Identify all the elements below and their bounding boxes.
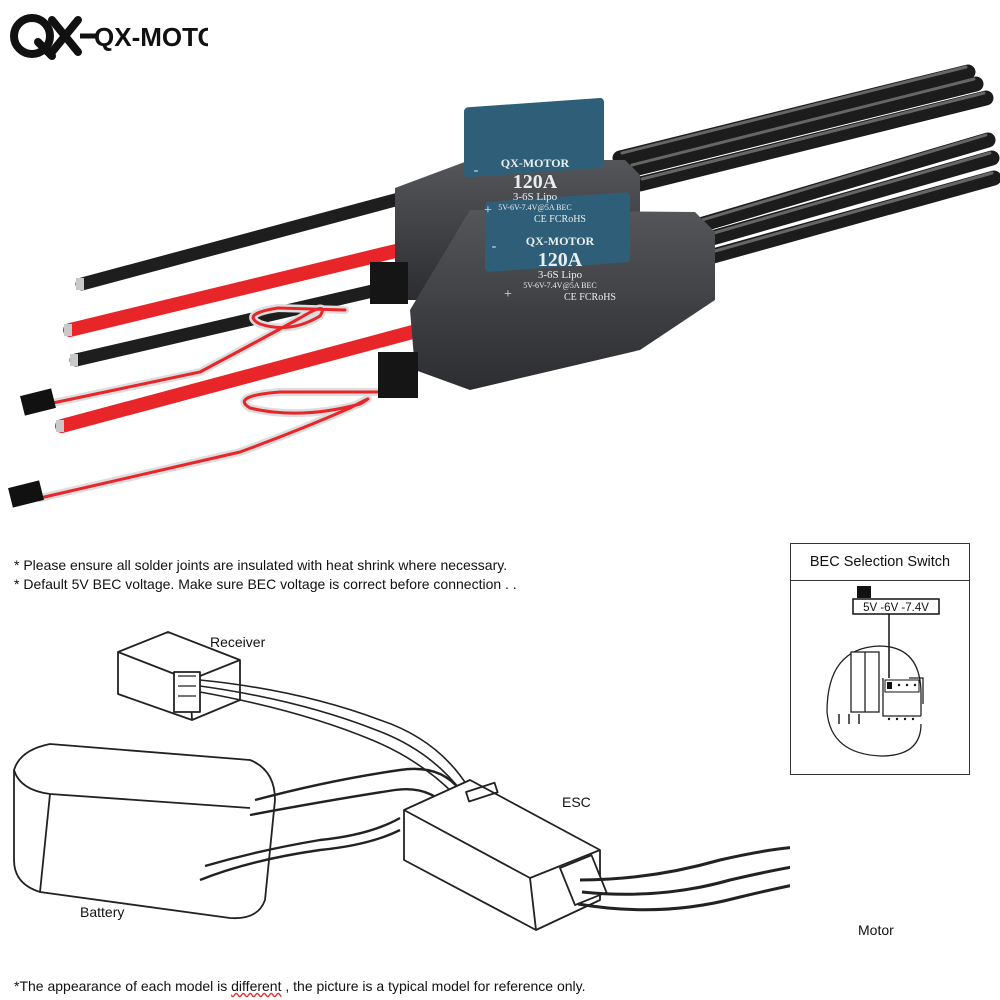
motor-label: Motor: [858, 922, 894, 938]
battery-illustration: [13, 743, 276, 920]
esc-label: ESC: [562, 794, 591, 810]
battery-wires: [55, 189, 427, 433]
battery-label: Battery: [80, 904, 125, 920]
receiver-label: Receiver: [210, 634, 266, 650]
bec-title-divider: [791, 580, 969, 581]
plus-symbol-upper: +: [484, 203, 492, 218]
label-bec-upper: 5V-6V-7.4V@5A BEC: [498, 203, 571, 212]
brand-logo: QX-MOTOR: [10, 14, 208, 60]
note-default-bec: * Default 5V BEC voltage. Make sure BEC …: [14, 576, 517, 592]
motor-wires-upper: [612, 64, 994, 192]
bec-options: 5V -6V -7.4V: [863, 602, 929, 614]
label-cert-lower: CE FCRoHS: [564, 292, 616, 303]
label-cells-lower: 3-6S Lipo: [538, 269, 583, 281]
wiring-diagram: [13, 631, 790, 931]
label-current-lower: 120A: [538, 249, 583, 271]
minus-symbol-upper: -: [474, 163, 479, 178]
label-cert-upper: CE FCRoHS: [534, 214, 586, 225]
logo-text: QX-MOTOR: [94, 22, 208, 52]
bec-switch-illustration: 5V -6V -7.4V: [826, 586, 940, 757]
esc-unit-lower: [378, 192, 715, 398]
bec-title: BEC Selection Switch: [809, 554, 951, 570]
label-current-upper: 120A: [513, 171, 558, 193]
servo-connectors: [8, 388, 56, 508]
esc-product-photo: QX-MOTOR 120A 3-6S Lipo 5V-6V-7.4V@5A BE…: [8, 64, 1000, 508]
label-brand-upper: QX-MOTOR: [501, 156, 570, 170]
bec-selection-panel: BEC Selection Switch 5V -6V -7.4V: [790, 543, 970, 775]
footnote-after: , the picture is a typical model for ref…: [281, 978, 586, 994]
note-insulation: * Please ensure all solder joints are in…: [14, 557, 508, 573]
label-cells-upper: 3-6S Lipo: [513, 191, 558, 203]
footnote-before: *The appearance of each model is: [14, 978, 232, 994]
footnote: *The appearance of each model is differe…: [14, 978, 585, 994]
label-brand-lower: QX-MOTOR: [526, 234, 595, 248]
notes: * Please ensure all solder joints are in…: [14, 556, 517, 594]
footnote-misspelled-word: different: [231, 978, 282, 994]
minus-symbol-lower: -: [492, 239, 497, 254]
motor-wires-lower: [682, 132, 1000, 266]
plus-symbol-lower: +: [504, 287, 512, 302]
signal-wires: [36, 303, 384, 502]
label-bec-lower: 5V-6V-7.4V@5A BEC: [523, 281, 596, 290]
